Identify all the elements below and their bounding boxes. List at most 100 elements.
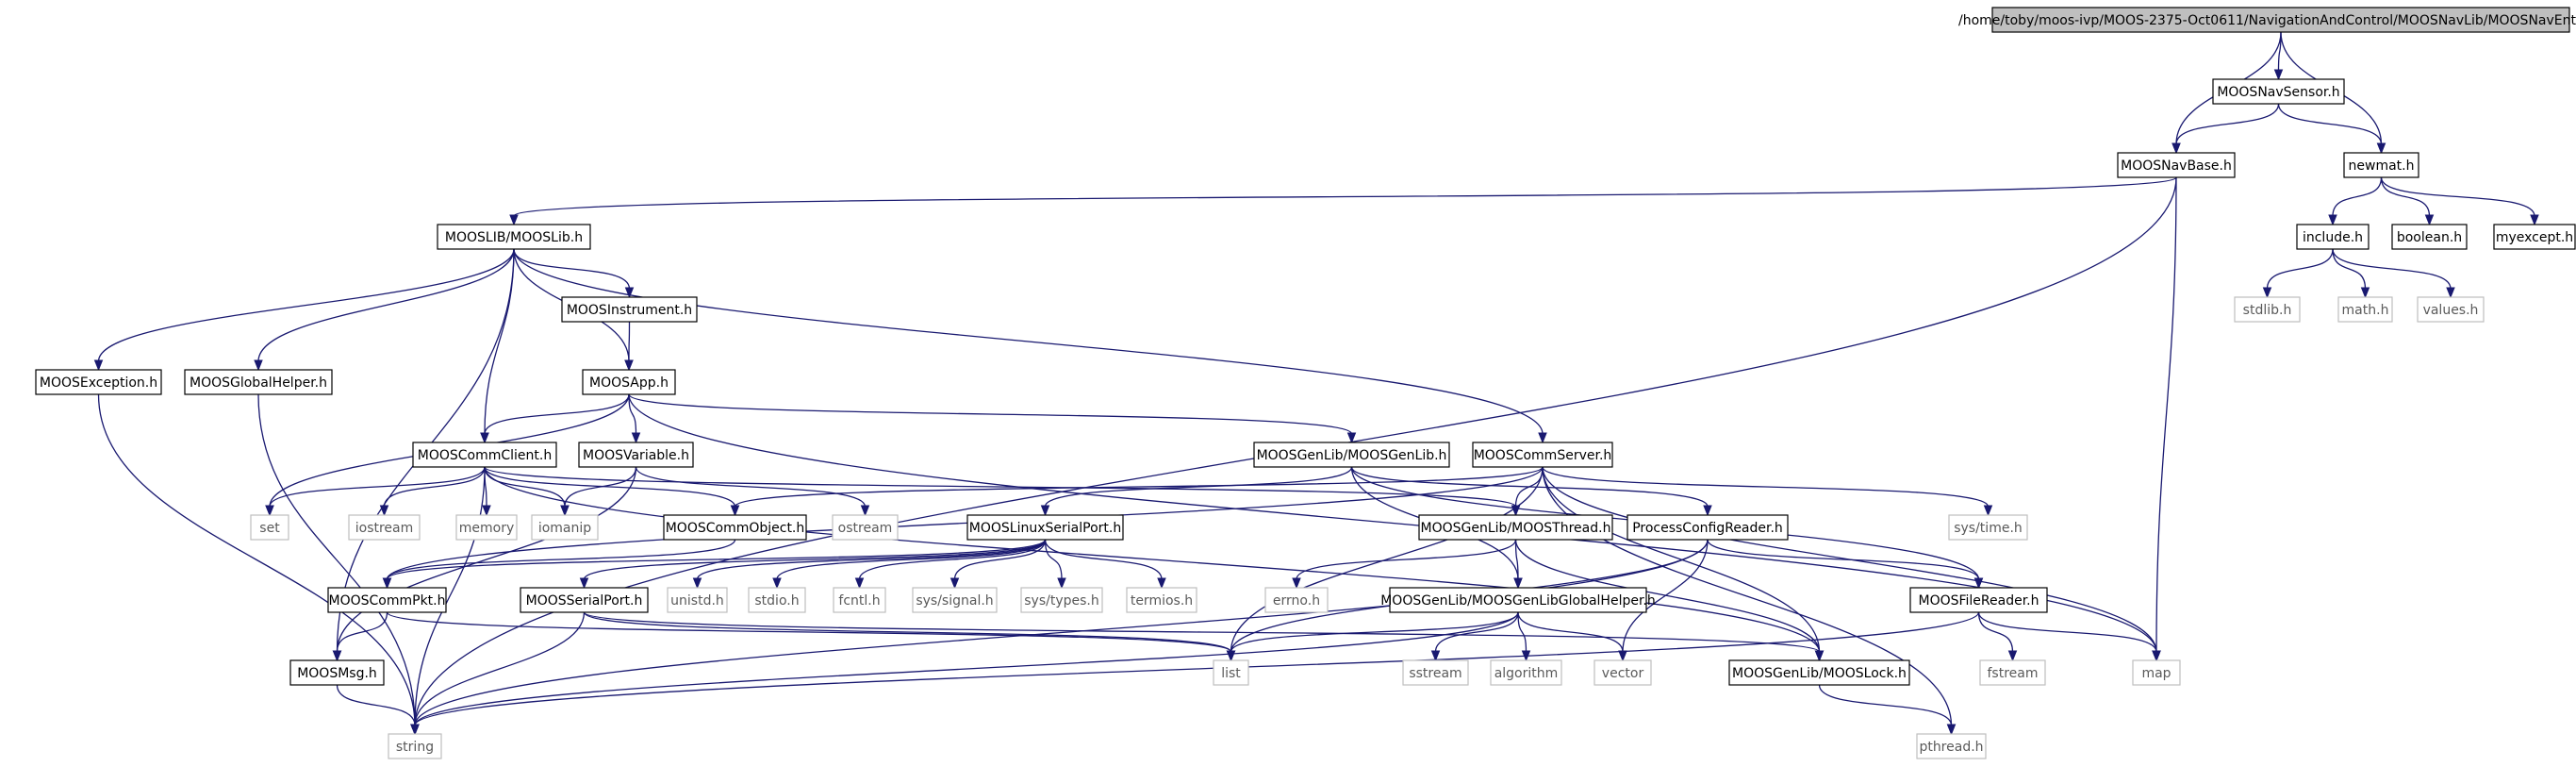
- node-linuxserial[interactable]: MOOSLinuxSerialPort.h: [966, 514, 1124, 541]
- edge-navsensor-to-newmat: [2277, 103, 2386, 155]
- node-label: MOOSNavSensor.h: [2217, 85, 2339, 100]
- node-stdlib[interactable]: stdlib.h: [2234, 296, 2301, 323]
- node-systime[interactable]: sys/time.h: [1948, 514, 2028, 541]
- node-commobject[interactable]: MOOSCommObject.h: [663, 514, 807, 541]
- node-box: [561, 296, 698, 323]
- node-pthread[interactable]: pthread.h: [1916, 733, 1987, 759]
- node-values[interactable]: values.h: [2417, 296, 2485, 323]
- node-iomanip[interactable]: iomanip: [531, 514, 599, 541]
- node-configreader[interactable]: ProcessConfigReader.h: [1627, 514, 1789, 541]
- node-unistd[interactable]: unistd.h: [667, 587, 728, 613]
- node-lock[interactable]: MOOSGenLib/MOOSLock.h: [1728, 659, 1910, 686]
- node-map[interactable]: map: [2132, 659, 2181, 686]
- node-instrument[interactable]: MOOSInstrument.h: [561, 296, 698, 323]
- node-navbase[interactable]: MOOSNavBase.h: [2117, 152, 2236, 178]
- node-label: sys/time.h: [1954, 521, 2023, 536]
- edge-line: [414, 611, 1519, 726]
- edge-line: [2175, 103, 2280, 145]
- node-globalhelper[interactable]: MOOSGlobalHelper.h: [184, 369, 333, 395]
- node-errno[interactable]: errno.h: [1264, 587, 1329, 613]
- node-label: MOOSMsg.h: [297, 666, 377, 681]
- edge-commpkt-to-msg: [332, 611, 388, 662]
- node-syssignal[interactable]: sys/signal.h: [912, 587, 998, 613]
- node-box: [2337, 296, 2393, 323]
- edge-line: [336, 684, 416, 726]
- node-commpkt[interactable]: MOOSCommPkt.h: [327, 587, 447, 613]
- arrowhead: [382, 577, 392, 590]
- node-box: [184, 369, 333, 395]
- node-set[interactable]: set: [250, 514, 289, 541]
- node-commserver[interactable]: MOOSCommServer.h: [1472, 442, 1613, 468]
- node-stdio[interactable]: stdio.h: [748, 587, 806, 613]
- edge-line: [1044, 539, 1163, 580]
- node-newmat[interactable]: newmat.h: [2343, 152, 2419, 178]
- node-sstream[interactable]: sstream: [1402, 659, 1469, 686]
- node-box: [327, 587, 447, 613]
- edge-line: [635, 466, 867, 508]
- node-box: [2132, 659, 2181, 686]
- node-string[interactable]: string: [388, 733, 442, 759]
- node-box: [1020, 587, 1103, 613]
- node-navsensor[interactable]: MOOSNavSensor.h: [2212, 78, 2345, 105]
- edge-line: [1514, 539, 1821, 653]
- node-box: [1472, 442, 1613, 468]
- node-myexcept[interactable]: myexcept.h: [2493, 224, 2576, 250]
- node-commclient[interactable]: MOOSCommClient.h: [412, 442, 557, 468]
- node-box: [667, 587, 728, 613]
- node-algorithm[interactable]: algorithm: [1490, 659, 1562, 686]
- arrowhead: [265, 505, 274, 517]
- node-fcntl[interactable]: fcntl.h: [833, 587, 886, 613]
- arrowhead: [1513, 577, 1523, 590]
- node-box: [1418, 514, 1613, 541]
- node-include[interactable]: include.h: [2296, 224, 2370, 250]
- arrowhead: [480, 432, 489, 444]
- node-genlib[interactable]: MOOSGenLib/MOOSGenLib.h: [1253, 442, 1450, 468]
- node-iostream[interactable]: iostream: [348, 514, 421, 541]
- node-vector[interactable]: vector: [1593, 659, 1652, 686]
- node-label: include.h: [2303, 230, 2363, 245]
- node-boolean[interactable]: boolean.h: [2391, 224, 2468, 250]
- edge-line: [583, 539, 1047, 580]
- node-list[interactable]: list: [1213, 659, 1249, 686]
- node-app[interactable]: MOOSApp.h: [582, 369, 676, 395]
- node-box: [833, 587, 886, 613]
- edge-line: [513, 176, 2177, 217]
- node-mooslib[interactable]: MOOSLIB/MOOSLib.h: [437, 224, 591, 250]
- edge-line: [2380, 176, 2431, 217]
- node-exception[interactable]: MOOSException.h: [35, 369, 162, 395]
- node-termios[interactable]: termios.h: [1126, 587, 1197, 613]
- edge-include-to-math: [2332, 248, 2370, 299]
- node-serialport[interactable]: MOOSSerialPort.h: [520, 587, 649, 613]
- node-variable[interactable]: MOOSVariable.h: [578, 442, 694, 468]
- edge-line: [628, 393, 637, 435]
- node-ostream[interactable]: ostream: [832, 514, 899, 541]
- node-thread[interactable]: MOOSGenLib/MOOSThread.h: [1418, 514, 1613, 541]
- edge-genlib-to-configreader: [1350, 466, 1712, 517]
- node-math[interactable]: math.h: [2337, 296, 2393, 323]
- edge-line: [414, 466, 486, 726]
- edge-include-to-stdlib: [2262, 248, 2334, 299]
- node-box: [2117, 152, 2236, 178]
- arrowhead: [1292, 577, 1301, 590]
- node-filereader[interactable]: MOOSFileReader.h: [1909, 587, 2048, 613]
- edge-variable-to-msg: [332, 466, 637, 662]
- node-label: MOOSApp.h: [589, 375, 669, 391]
- edge-line: [1542, 466, 1953, 726]
- node-msg[interactable]: MOOSMsg.h: [289, 659, 385, 686]
- node-systypes[interactable]: sys/types.h: [1020, 587, 1103, 613]
- node-root[interactable]: /home/toby/moos-ivp/MOOS-2375-Oct0611/Na…: [1958, 7, 2576, 33]
- node-label: MOOSFileReader.h: [1918, 593, 2039, 609]
- edge-commserver-to-commobject: [730, 466, 1544, 517]
- edge-line: [1230, 466, 1544, 653]
- node-genlibhelper[interactable]: MOOSGenLib/MOOSGenLibGlobalHelper.h: [1380, 587, 1656, 613]
- node-label: MOOSInstrument.h: [567, 303, 692, 318]
- arrowhead: [509, 214, 519, 226]
- arrowhead: [1814, 650, 1825, 662]
- arrowhead: [730, 505, 740, 517]
- node-box: [2343, 152, 2419, 178]
- node-label: MOOSVariable.h: [583, 448, 689, 463]
- edge-layer: [93, 31, 2539, 736]
- edge-line: [97, 393, 416, 726]
- node-memory[interactable]: memory: [455, 514, 518, 541]
- node-fstream[interactable]: fstream: [1979, 659, 2046, 686]
